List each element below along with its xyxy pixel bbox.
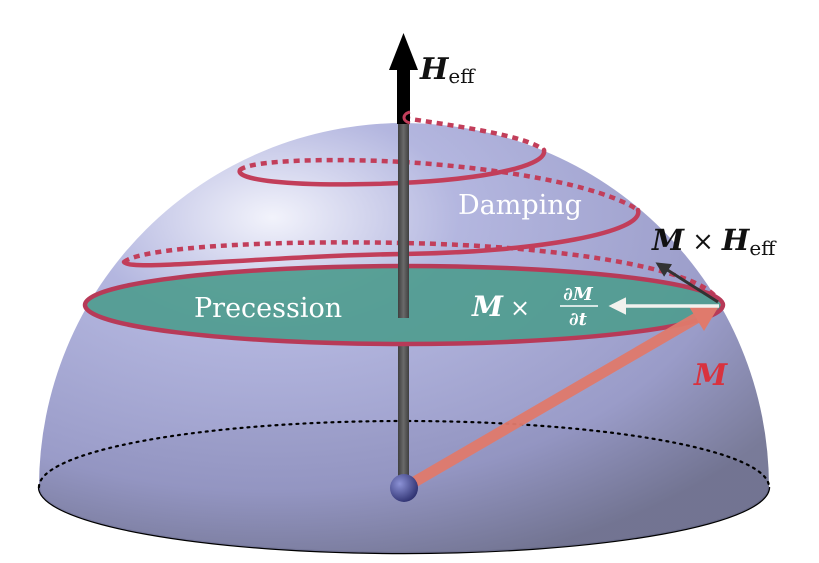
m-cross-heff-label: M×Heff (651, 223, 777, 260)
m-cross-dmdt-label: M× ∂M ∂t (471, 284, 598, 330)
magnetization-label: M (693, 358, 728, 393)
m-cross-heff-arrow (655, 262, 719, 304)
h-eff-label: Heff (419, 52, 476, 88)
effective-field-axis-upper (398, 120, 409, 318)
svg-text:M×: M× (471, 290, 530, 323)
dmdt-denominator: ∂t (569, 309, 588, 330)
m-arrow (401, 305, 719, 493)
spiral-top-hook (402, 110, 411, 125)
damping-label: Damping (458, 190, 582, 221)
effective-field-axis-lower (398, 345, 409, 487)
arrow-up-icon (389, 33, 418, 70)
dmdt-numerator: ∂M (563, 284, 594, 305)
h-eff-arrow (389, 33, 418, 124)
sphere-ball-icon (390, 474, 418, 502)
precession-label: Precession (194, 293, 342, 324)
